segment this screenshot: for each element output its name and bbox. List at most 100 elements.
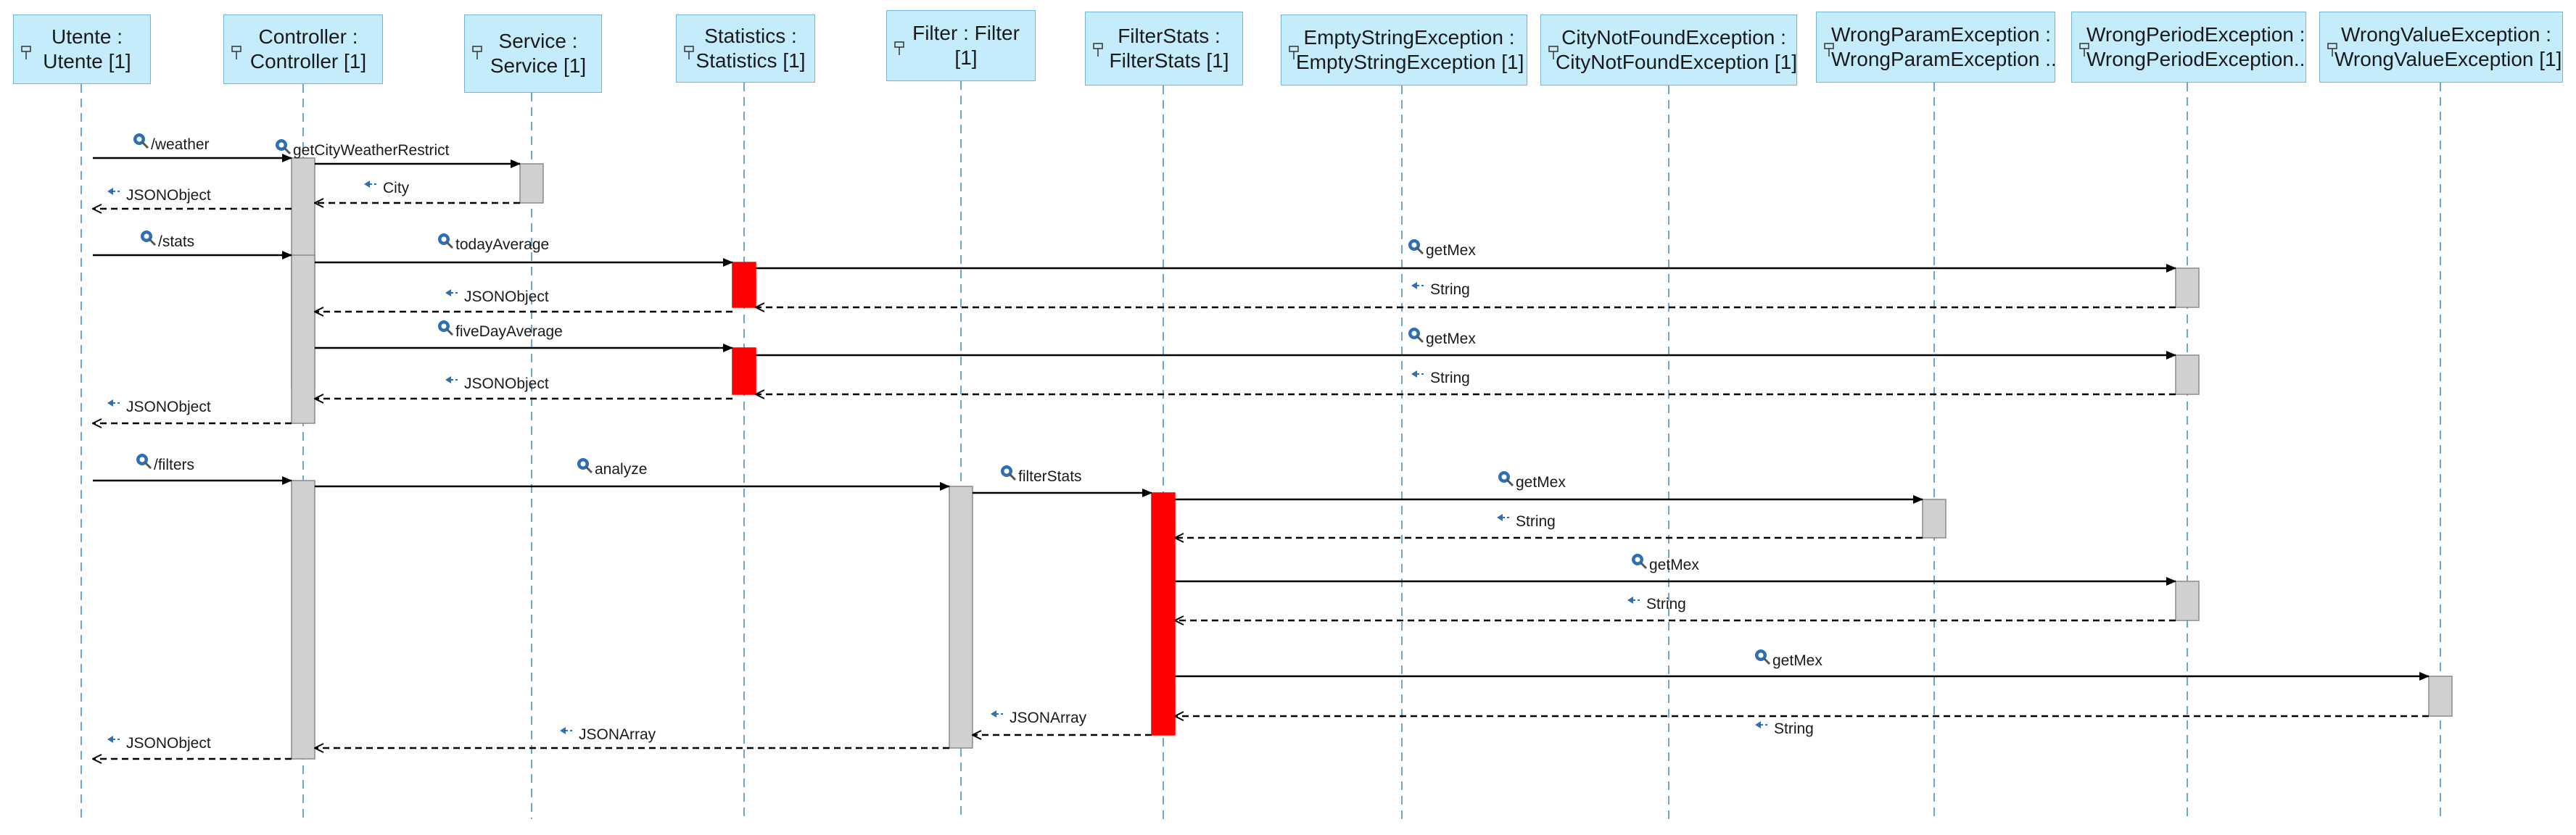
message-label: getMex xyxy=(1426,331,1476,347)
message-gear-icon xyxy=(1408,239,1424,255)
lifeline-pin-icon xyxy=(1093,43,1103,57)
lifeline-type: WrongPeriodException... xyxy=(2086,48,2305,70)
call-message[interactable]: getMex xyxy=(756,239,2176,273)
lifeline-type: Controller [1] xyxy=(249,50,367,72)
message-label: JSONArray xyxy=(579,726,656,743)
lifeline-header-service[interactable]: Service :Service [1] xyxy=(464,14,602,93)
message-label: String xyxy=(1774,720,1814,737)
message-label: getMex xyxy=(1649,557,1699,573)
return-message[interactable]: String xyxy=(1175,716,2429,737)
lifeline-header-wrongvalue[interactable]: WrongValueException :WrongValueException… xyxy=(2319,12,2563,83)
lifeline-header-controller[interactable]: Controller :Controller [1] xyxy=(223,14,383,84)
return-message[interactable]: String xyxy=(756,370,2176,394)
message-gear-icon xyxy=(577,458,593,474)
call-message[interactable]: filterStats xyxy=(973,465,1152,497)
return-message[interactable]: JSONObject xyxy=(93,735,292,759)
activation-bars xyxy=(291,157,2453,760)
lifeline-name: Utente : xyxy=(51,25,123,48)
message-gear-icon xyxy=(1498,471,1514,487)
lifeline-header-utente[interactable]: Utente :Utente [1] xyxy=(13,14,151,84)
message-label: getMex xyxy=(1516,474,1566,491)
lifeline-pin-icon xyxy=(231,46,242,59)
call-message[interactable]: fiveDayAverage xyxy=(315,320,733,352)
lifeline-header-emptystring[interactable]: EmptyStringException :EmptyStringExcepti… xyxy=(1281,14,1527,86)
return-arrow-icon xyxy=(1497,514,1511,521)
lifeline-type: Statistics [1] xyxy=(695,49,806,72)
message-label: JSONObject xyxy=(126,187,211,204)
lifeline-pin-icon xyxy=(1824,43,1834,57)
return-arrow-icon xyxy=(107,399,122,407)
message-label: todayAverage xyxy=(455,236,549,253)
lifeline-header-wrongperiod[interactable]: WrongPeriodException :WrongPeriodExcepti… xyxy=(2071,12,2306,83)
activation-bar xyxy=(1922,499,1947,539)
lifeline-name: Statistics : xyxy=(704,25,797,47)
return-message[interactable]: JSONObject xyxy=(93,399,292,423)
call-message[interactable]: getMex xyxy=(756,328,2176,360)
return-message[interactable]: JSONArray xyxy=(973,710,1152,735)
activation-bar-highlight xyxy=(732,262,756,308)
lifeline-name: WrongValueException : xyxy=(2340,23,2552,46)
lifeline-pin-icon xyxy=(684,46,694,59)
lifeline-pin-icon xyxy=(1289,46,1299,59)
call-message[interactable]: /stats xyxy=(93,230,292,259)
lifeline-lines xyxy=(80,81,2441,819)
call-message[interactable]: getMex xyxy=(1175,471,1923,504)
return-arrow-icon xyxy=(445,289,460,296)
lifeline-header-filterstats[interactable]: FilterStats :FilterStats [1] xyxy=(1085,12,1243,86)
lifeline-header-citynotfound[interactable]: CityNotFoundException :CityNotFoundExcep… xyxy=(1540,14,1797,86)
activation-bar-highlight xyxy=(1151,492,1176,736)
message-label: String xyxy=(1430,370,1470,386)
call-message[interactable]: getCityWeatherRestrict xyxy=(276,139,521,168)
message-label: analyze xyxy=(595,461,647,478)
return-message[interactable]: JSONObject xyxy=(315,375,732,399)
return-arrow-icon xyxy=(107,736,122,743)
lifeline-header-statistics[interactable]: Statistics :Statistics [1] xyxy=(676,14,815,83)
lifeline-header-wrongparam[interactable]: WrongParamException :WrongParamException… xyxy=(1816,12,2055,83)
call-message[interactable]: getMex xyxy=(1175,649,2430,681)
return-arrow-icon xyxy=(991,710,1005,718)
lifeline-type: EmptyStringException [1] xyxy=(1296,51,1524,73)
call-message[interactable]: todayAverage xyxy=(315,233,733,267)
return-message[interactable]: String xyxy=(756,281,2176,307)
lifeline-type: Utente [1] xyxy=(43,50,131,72)
message-label: /stats xyxy=(158,233,194,250)
message-label: JSONObject xyxy=(464,288,549,305)
activation-bar xyxy=(291,480,315,760)
call-message[interactable]: /filters xyxy=(93,454,292,485)
lifeline-name: Service : xyxy=(498,30,578,52)
return-message[interactable]: String xyxy=(1175,596,2176,620)
message-gear-icon xyxy=(1001,465,1017,481)
message-gear-icon xyxy=(438,320,454,336)
return-message[interactable]: String xyxy=(1175,513,1923,538)
lifeline-name: CityNotFoundException : xyxy=(1561,26,1786,49)
return-message[interactable]: JSONObject xyxy=(315,288,732,312)
message-label: JSONObject xyxy=(126,735,211,752)
return-arrow-icon xyxy=(1627,597,1642,604)
message-label: String xyxy=(1516,513,1556,530)
lifeline-name: EmptyStringException : xyxy=(1303,26,1515,49)
message-label: fiveDayAverage xyxy=(455,323,563,340)
return-message[interactable]: JSONArray xyxy=(315,726,949,748)
return-message[interactable]: City xyxy=(315,180,520,203)
activation-bar xyxy=(519,163,544,204)
message-gear-icon xyxy=(141,230,157,246)
lifeline-pin-icon xyxy=(2079,43,2089,57)
message-label: String xyxy=(1646,596,1686,612)
return-arrow-icon xyxy=(1411,370,1426,378)
call-message[interactable]: getMex xyxy=(1175,554,2176,586)
lifeline-type: Service [1] xyxy=(490,54,587,77)
call-message[interactable]: analyze xyxy=(315,458,950,491)
return-message[interactable]: JSONObject xyxy=(93,187,292,209)
message-label: JSONObject xyxy=(126,399,211,415)
message-label: /filters xyxy=(154,457,194,473)
return-arrow-icon xyxy=(107,188,122,195)
lifeline-header-filter[interactable]: Filter : Filter[1] xyxy=(886,10,1036,81)
return-arrow-icon xyxy=(560,727,574,734)
call-message[interactable]: /weather xyxy=(93,133,292,162)
message-gear-icon xyxy=(1755,649,1771,665)
lifeline-type: WrongParamException ... xyxy=(1831,48,2055,70)
message-gear-icon xyxy=(276,139,292,155)
message-gear-icon xyxy=(438,233,454,249)
